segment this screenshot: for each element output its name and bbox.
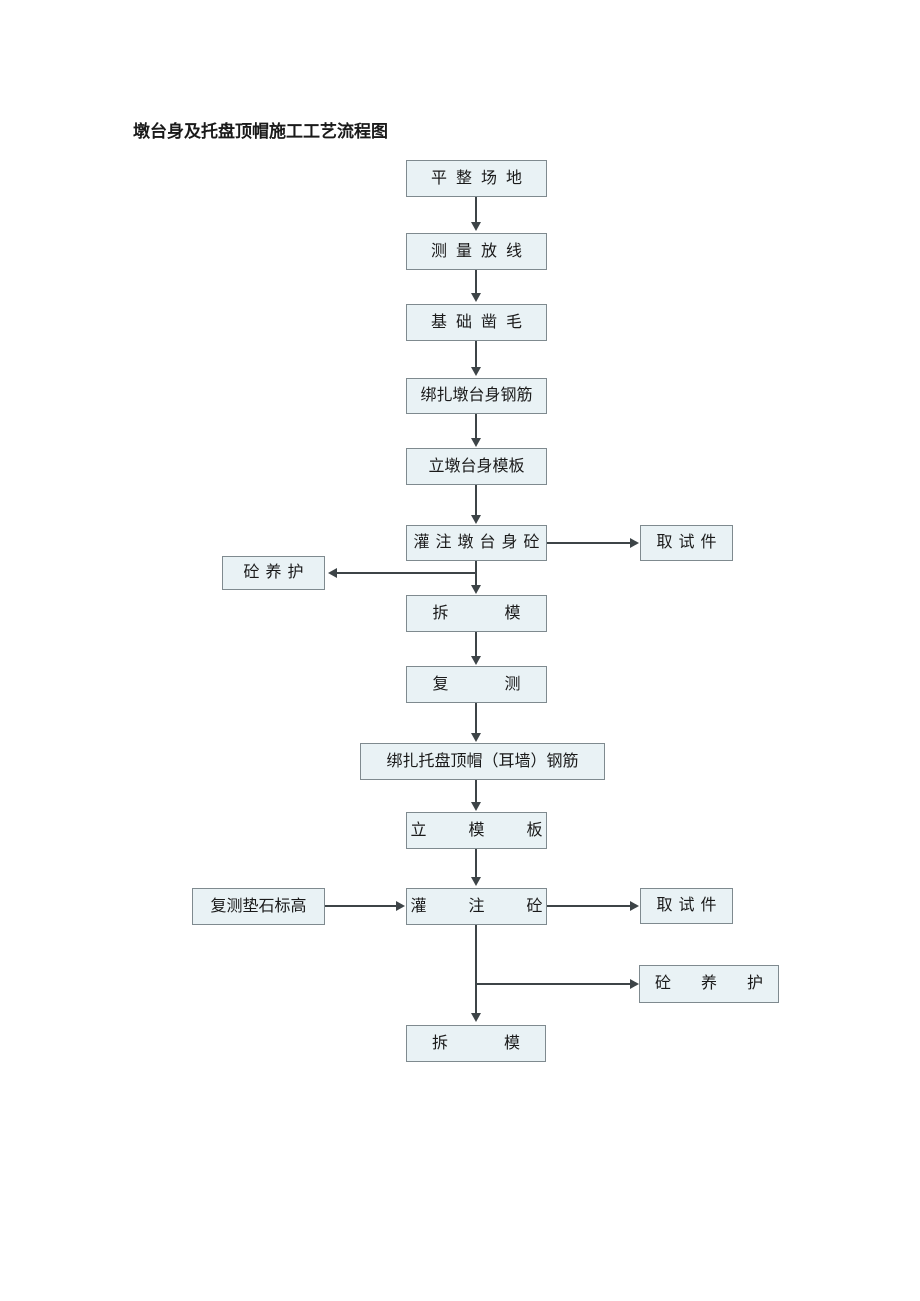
node-label: 复测垫石标高 (210, 895, 307, 915)
arrowhead-down-icon (471, 656, 481, 665)
node-label: 立模板 (410, 819, 585, 839)
arrowhead-down-icon (471, 1013, 481, 1022)
arrowhead-down-icon (471, 585, 481, 594)
node-label: 绑扎托盘顶帽（耳墙）钢筋 (386, 750, 579, 770)
edge-resurvey-to-tray-rebar (475, 703, 477, 735)
node-label: 平整场地 (430, 167, 531, 187)
edge-tray-rebar-to-erect-formwork (475, 780, 477, 804)
node-pour-concrete[interactable]: 灌注砼 (406, 888, 547, 925)
edge-pour-to-specimen-upper (547, 542, 631, 544)
node-tie-pier-rebar[interactable]: 绑扎墩台身钢筋 (406, 378, 547, 414)
edge-pour-to-curing-lower (475, 983, 631, 985)
node-label: 立墩台身模板 (428, 455, 525, 475)
node-re-survey[interactable]: 复测 (406, 666, 547, 703)
node-label: 砼养护 (655, 973, 794, 992)
edge-rebar-to-formwork (475, 414, 477, 440)
node-concrete-curing-upper[interactable]: 砼养护 (222, 556, 325, 590)
node-label: 砼养护 (243, 562, 310, 581)
arrowhead-right-icon (630, 901, 639, 911)
node-label: 复测 (432, 673, 577, 693)
arrowhead-right-icon (396, 901, 405, 911)
node-erect-pier-formwork[interactable]: 立墩台身模板 (406, 448, 547, 485)
edge-pour-to-strip-lower (475, 925, 477, 1015)
node-recheck-bearing-stone-elevation[interactable]: 复测垫石标高 (192, 888, 325, 925)
arrowhead-down-icon (471, 515, 481, 524)
arrowhead-down-icon (471, 733, 481, 742)
node-label: 灌注墩台身砼 (413, 532, 546, 551)
arrowhead-down-icon (471, 802, 481, 811)
edge-strip-upper-to-resurvey (475, 632, 477, 658)
edge-erect-formwork-to-pour-concrete (475, 849, 477, 879)
node-tie-tray-cap-rebar[interactable]: 绑扎托盘顶帽（耳墙）钢筋 (360, 743, 605, 780)
node-erect-formwork[interactable]: 立模板 (406, 812, 547, 849)
edge-pour-to-specimen-lower (547, 905, 631, 907)
arrowhead-down-icon (471, 877, 481, 886)
node-take-specimen-upper[interactable]: 取试件 (640, 525, 733, 561)
edge-recheck-elevation-to-pour (325, 905, 397, 907)
edge-survey-to-chiseling (475, 270, 477, 295)
node-label: 取试件 (656, 895, 723, 914)
node-label: 测量放线 (430, 240, 531, 260)
page-title: 墩台身及托盘顶帽施工工艺流程图 (133, 122, 388, 142)
edge-formwork-to-pour (475, 485, 477, 517)
node-label: 灌注砼 (410, 895, 585, 915)
arrowhead-down-icon (471, 293, 481, 302)
edge-pour-to-strip-upper (475, 561, 477, 587)
node-label: 拆模 (432, 1032, 577, 1052)
arrowhead-right-icon (630, 979, 639, 989)
arrowhead-right-icon (630, 538, 639, 548)
node-strip-formwork-upper[interactable]: 拆模 (406, 595, 547, 632)
node-survey-setout[interactable]: 测量放线 (406, 233, 547, 270)
node-take-specimen-lower[interactable]: 取试件 (640, 888, 733, 924)
edge-chiseling-to-rebar (475, 341, 477, 369)
node-label: 取试件 (656, 532, 723, 551)
node-level-site[interactable]: 平整场地 (406, 160, 547, 197)
node-foundation-chiseling[interactable]: 基础凿毛 (406, 304, 547, 341)
arrowhead-left-icon (328, 568, 337, 578)
edge-level-site-to-survey (475, 197, 477, 224)
arrowhead-down-icon (471, 367, 481, 376)
node-label: 基础凿毛 (430, 311, 531, 331)
node-strip-formwork-lower[interactable]: 拆模 (406, 1025, 546, 1062)
edge-pour-to-curing-upper (337, 572, 477, 574)
node-label: 绑扎墩台身钢筋 (420, 385, 533, 404)
node-pour-pier-concrete[interactable]: 灌注墩台身砼 (406, 525, 547, 561)
arrowhead-down-icon (471, 222, 481, 231)
node-label: 拆模 (432, 602, 577, 622)
arrowhead-down-icon (471, 438, 481, 447)
node-concrete-curing-lower[interactable]: 砼养护 (639, 965, 779, 1003)
